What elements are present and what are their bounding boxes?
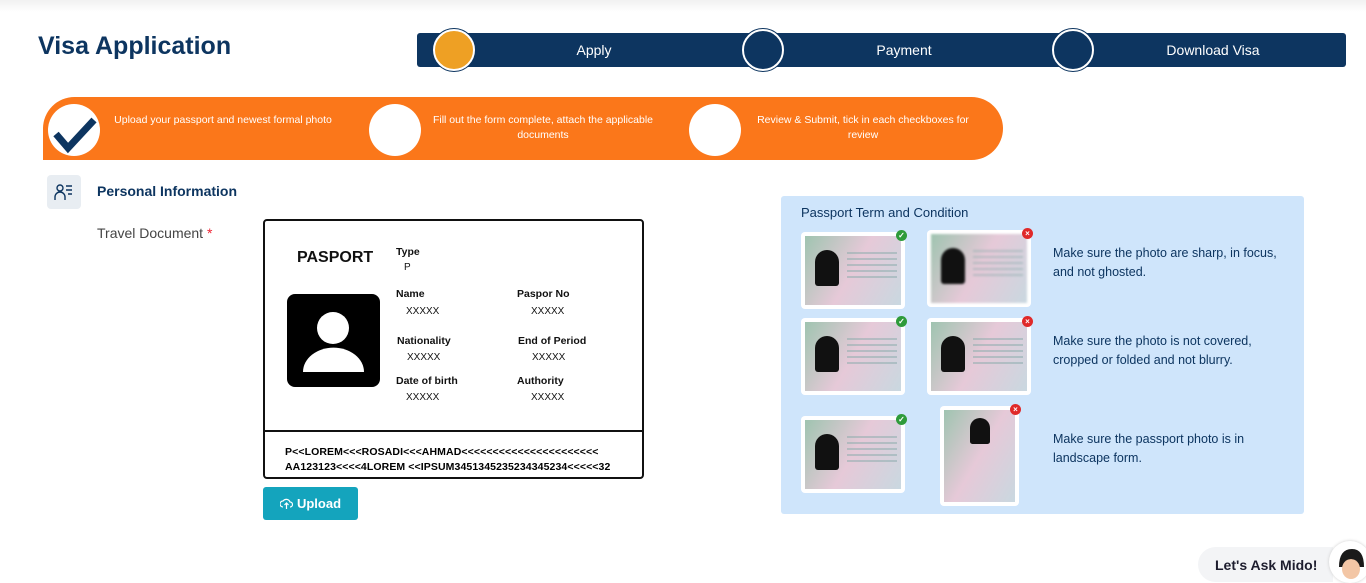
field-label: Date of birth	[396, 375, 458, 387]
field-value: XXXXX	[406, 392, 440, 403]
field-label: Paspor No	[517, 288, 570, 300]
section-title: Personal Information	[97, 183, 238, 199]
person-photo-icon	[287, 294, 380, 387]
x-badge-icon: ×	[1022, 316, 1033, 327]
step-indicator-apply	[433, 29, 475, 71]
instruction-step-1: Upload your passport and newest formal p…	[114, 114, 332, 126]
field-label: End of Period	[518, 335, 587, 347]
check-icon	[48, 104, 100, 156]
good-example-photo: ✓	[801, 316, 907, 395]
instruction-step-2: Fill out the form complete, attach the a…	[432, 114, 654, 141]
term-rule: Make sure the photo are sharp, in focus,…	[1053, 246, 1277, 279]
passport-heading: PASPORT	[297, 249, 374, 266]
top-shadow	[0, 0, 1366, 12]
step-indicator-payment	[742, 29, 784, 71]
label-text: Travel Document	[97, 225, 204, 241]
instruction-step-3: Review & Submit, tick in each checkboxes…	[757, 114, 969, 141]
field-value: XXXXX	[532, 352, 566, 363]
check-badge-icon: ✓	[896, 414, 907, 425]
term-rule: Make sure the passport photo is in lands…	[1053, 432, 1245, 465]
check-badge-icon: ✓	[896, 230, 907, 241]
step-circle-3	[689, 104, 741, 156]
term-rule: Make sure the photo is not covered, crop…	[1053, 334, 1252, 367]
step-apply[interactable]: Apply	[576, 42, 612, 58]
field-value: XXXXX	[531, 306, 565, 317]
mrz-line: AA123123<<<<4LOREM <<IPSUM34513452352343…	[285, 461, 611, 473]
good-example-photo: ✓	[801, 414, 907, 493]
mido-avatar[interactable]	[1329, 541, 1366, 583]
step-circle-2	[369, 104, 421, 156]
x-badge-icon: ×	[1022, 228, 1033, 239]
chat-assistant-button[interactable]: Let's Ask Mido!	[1198, 547, 1333, 582]
step-indicator-download	[1052, 29, 1094, 71]
terms-title: Passport Term and Condition	[801, 205, 969, 220]
type-value: P	[404, 262, 411, 273]
travel-document-label: Travel Document *	[97, 225, 212, 241]
type-label: Type	[396, 246, 420, 258]
instruction-banner: Upload your passport and newest formal p…	[43, 97, 1003, 160]
mrz-line: P<<LOREM<<<ROSADI<<<AHMAD<<<<<<<<<<<<<<<…	[285, 446, 599, 458]
field-value: XXXXX	[407, 352, 441, 363]
page-title: Visa Application	[38, 32, 232, 60]
field-value: XXXXX	[406, 306, 440, 317]
bad-example-photo: ×	[927, 228, 1033, 307]
step-download-visa[interactable]: Download Visa	[1166, 42, 1260, 58]
field-label: Nationality	[397, 335, 451, 347]
good-example-photo: ✓	[801, 230, 907, 309]
step-payment[interactable]: Payment	[876, 42, 932, 58]
field-label: Name	[396, 288, 425, 300]
upload-label: Upload	[296, 496, 342, 511]
field-value: XXXXX	[531, 392, 565, 403]
user-list-icon	[47, 175, 81, 209]
mrz-code: P<<LOREM<<<ROSADI<<<AHMAD<<<<<<<<<<<<<<<…	[285, 445, 610, 475]
bad-example-photo: ×	[927, 316, 1033, 395]
x-badge-icon: ×	[1010, 404, 1021, 415]
required-mark: *	[206, 225, 213, 241]
divider	[265, 430, 642, 432]
passport-terms-panel: Passport Term and Condition ✓ × Make sur…	[781, 196, 1304, 514]
passport-sample: PASPORT Type P Name XXXXX Paspor No XXXX…	[263, 219, 644, 479]
progress-stepper: Apply Payment Download Visa	[417, 29, 1346, 71]
upload-button[interactable]: Upload	[263, 487, 358, 520]
cloud-upload-icon	[279, 498, 293, 509]
check-badge-icon: ✓	[896, 316, 907, 327]
field-label: Authority	[517, 375, 564, 387]
bad-example-photo: ×	[940, 404, 1021, 506]
